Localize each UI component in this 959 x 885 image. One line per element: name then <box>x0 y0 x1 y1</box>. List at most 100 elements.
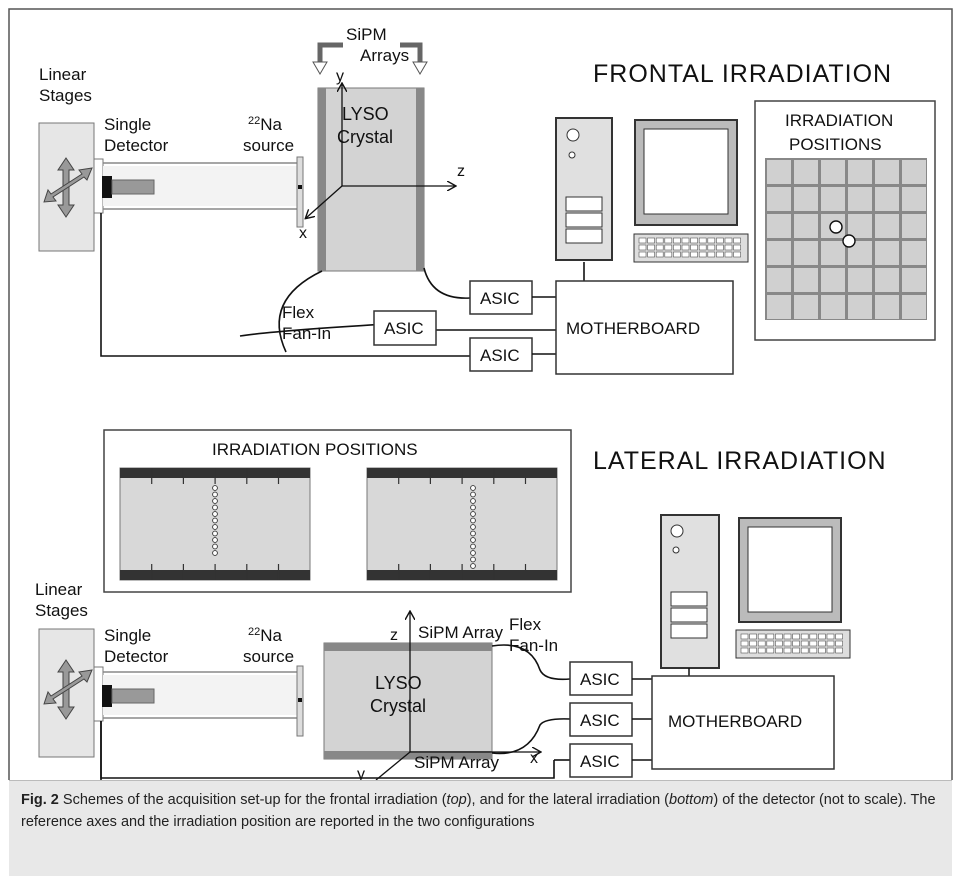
keyboard-key <box>783 640 792 647</box>
detector-plate <box>93 158 104 214</box>
keyboard-key <box>749 633 757 640</box>
keyboard-key <box>673 237 681 244</box>
keyboard-key <box>690 244 698 251</box>
detector-wire-b <box>100 721 555 779</box>
pixel-cell <box>902 241 926 265</box>
asic-box-3 <box>469 337 533 372</box>
frontal-section: FRONTAL IRRADIATION Linear Stages Single… <box>38 25 936 375</box>
lateral-title: LATERAL IRRADIATION <box>593 447 887 475</box>
computer-icon <box>660 514 851 669</box>
linear-stages-label-b: Linear <box>35 580 83 599</box>
keyboard-key <box>749 647 757 654</box>
keyboard-key <box>826 647 835 654</box>
keyboard-key <box>792 647 800 654</box>
motherboard-label-b: MOTHERBOARD <box>668 712 802 731</box>
asic-label-3: ASIC <box>480 346 520 365</box>
asic-box-2 <box>373 310 437 346</box>
lateral-position-dot <box>212 498 218 504</box>
pixel-cell <box>821 295 845 319</box>
single-detector-label-2: Detector <box>104 136 169 155</box>
source-isotope-sup-b: 22 <box>248 626 260 638</box>
lateral-position-dot <box>470 530 476 537</box>
move-arrows-icon <box>43 157 93 218</box>
detector-holder-b <box>111 688 155 704</box>
sipm-arrow-left-icon <box>317 42 343 64</box>
keyboard-key <box>835 640 843 647</box>
lateral-position-dot <box>212 511 218 517</box>
sipm-array-right <box>416 88 424 271</box>
lateral-position-dot <box>470 524 476 530</box>
pixel-cell <box>794 268 818 292</box>
figure-border <box>8 8 953 780</box>
computer-icon <box>555 117 749 263</box>
keyboard-key <box>655 251 664 258</box>
keyboard-key <box>698 244 707 251</box>
source-isotope-el: Na <box>260 115 282 134</box>
y-axis-b <box>375 751 411 780</box>
z-axis-label-b: z <box>390 627 398 644</box>
keyboard-key <box>673 244 681 251</box>
crystal-label: LYSO <box>342 104 389 124</box>
keyboard-key <box>733 244 741 251</box>
positions-title-frontal-2: POSITIONS <box>789 135 882 154</box>
x-axis <box>306 185 343 218</box>
detector-plate-b <box>93 666 104 722</box>
keyboard-key <box>826 640 835 647</box>
sipm-arrowhead-right-icon <box>412 61 428 75</box>
keyboard-key <box>733 237 741 244</box>
pixel-cell <box>875 295 899 319</box>
lateral-position-dot <box>212 504 218 511</box>
single-detector-label-b-2: Detector <box>104 647 169 666</box>
keyboard-key <box>749 640 757 647</box>
positions-title-lateral: IRRADIATION POSITIONS <box>212 440 418 459</box>
flex-fanin-label-b: Flex <box>509 615 542 634</box>
keyboard-key <box>681 251 690 258</box>
frontal-title: FRONTAL IRRADIATION <box>593 60 892 88</box>
source-word-b: source <box>243 647 294 666</box>
caption-text-1: Schemes of the acquisition set-up for th… <box>58 792 447 808</box>
lateral-position-dot <box>212 524 218 530</box>
keyboard-key <box>800 640 809 647</box>
single-detector-label-b: Single <box>104 626 151 645</box>
keyboard-key <box>792 633 800 640</box>
keyboard-key <box>707 244 716 251</box>
keyboard-key <box>681 244 690 251</box>
keyboard-key <box>809 633 818 640</box>
detector-crystal-b <box>102 685 112 707</box>
caption-top-word: top <box>446 792 467 808</box>
keyboard-key <box>766 647 775 654</box>
pixel-cell <box>794 187 818 211</box>
asic-box-b2 <box>569 702 633 737</box>
pixel-cell <box>848 295 872 319</box>
keyboard-key <box>835 633 843 640</box>
keyboard-key <box>740 647 749 654</box>
motherboard-box <box>555 280 734 375</box>
linear-stages-label: Linear <box>39 65 87 84</box>
lyso-crystal-b <box>323 642 493 760</box>
keyboard-key <box>681 237 690 244</box>
pixel-cell <box>767 187 791 211</box>
crystal-label-b-2: Crystal <box>370 696 426 716</box>
pixel-cell <box>902 268 926 292</box>
positions-title-frontal: IRRADIATION <box>785 111 893 130</box>
flex-fanin-label-b-2: Fan-In <box>509 636 558 655</box>
lateral-position-dot <box>212 530 218 537</box>
source-label: 22Na <box>248 115 283 134</box>
caption-fig-label: Fig. 2 <box>21 792 59 808</box>
sipm-arrays-label-2: Arrays <box>360 46 409 65</box>
keyboard-key <box>673 251 681 258</box>
na22-source-b <box>298 698 302 702</box>
keyboard-key <box>826 633 835 640</box>
detector-crystal <box>102 176 112 198</box>
pixel-cell <box>848 268 872 292</box>
lateral-position-dot <box>470 517 476 524</box>
keyboard-key <box>724 251 733 258</box>
pixel-cell <box>875 214 899 238</box>
sipm-array-top-label: SiPM Array <box>418 623 504 642</box>
pixel-cell <box>821 160 845 184</box>
x-axis-label-b: x <box>530 750 538 767</box>
pixel-cell <box>821 268 845 292</box>
lateral-position-dot <box>470 550 476 556</box>
keyboard-key <box>800 633 809 640</box>
keyboard-key <box>716 251 724 258</box>
